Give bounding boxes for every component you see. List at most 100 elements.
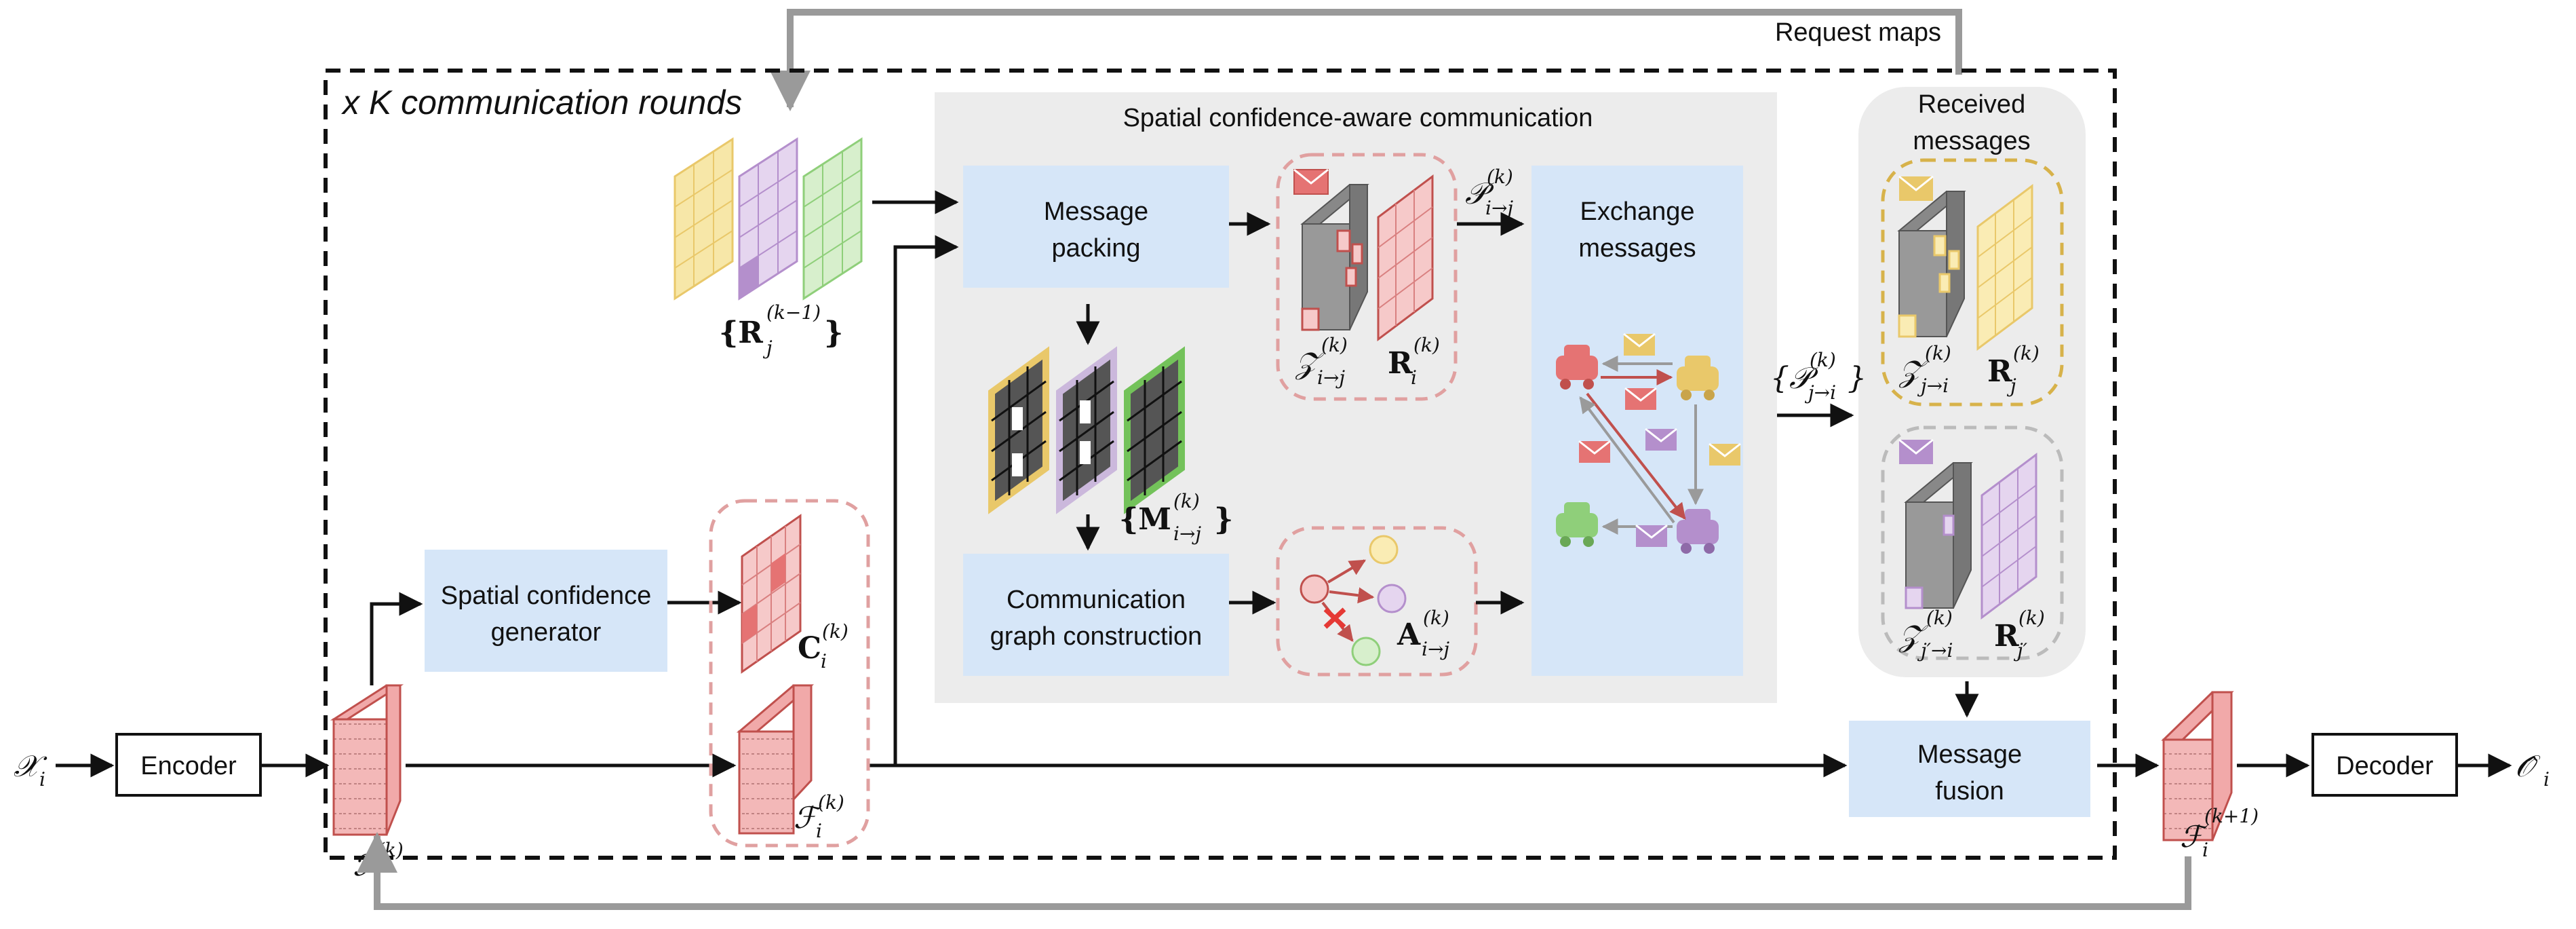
cross-icon [1323,607,1346,629]
rounds-frame [324,69,2117,860]
svg-text:}: } [824,316,843,350]
svg-text:i→j: i→j [1485,197,1513,219]
confidence-generator-line2: generator [491,618,602,647]
received-title-line2: messages [1913,127,2030,155]
svg-text:R: R [1388,346,1413,381]
confidence-generator-box [425,550,667,672]
z-jpi-label: 𝒵 j′→i (k) [1898,607,1953,662]
svg-text:(k): (k) [377,839,404,861]
feature-tensor-left [330,684,404,836]
decoder-label: Decoder [2336,752,2434,780]
received-group-j [1881,158,2064,406]
svg-text:(k): (k) [2018,607,2045,629]
feedback-loop [357,832,2191,910]
svg-text:(k): (k) [818,791,844,814]
svg-text:i: i [2202,839,2208,861]
sparse-feature-z [1300,184,1369,331]
message-packing-line2: packing [1052,234,1141,263]
exchange-line1: Exchange [1580,197,1694,226]
svg-text:(k): (k) [1926,607,1953,629]
svg-text:(k): (k) [1321,334,1348,356]
svg-text:(k): (k) [1925,342,1951,364]
request-set-label: {R j (k−1) } [719,301,843,359]
svg-text:C: C [798,631,821,666]
graph-construction-box [963,554,1229,676]
svg-text:i: i [821,650,827,672]
svg-text:(k+1): (k+1) [2204,805,2259,827]
svg-text:i: i [2543,768,2550,791]
svg-text:{𝒫: {𝒫 [1770,361,1818,396]
svg-text:(k): (k) [2013,342,2040,364]
svg-text:i→j: i→j [1173,523,1201,545]
graph-construction-line2: graph construction [990,622,1203,651]
fusion-line1: Message [1917,740,2022,769]
request-map-ri [1377,174,1434,341]
feature-conf-label: ℱ i (k) [794,791,844,842]
encoder-box [115,733,262,797]
svg-text:i: i [816,820,822,842]
svg-text:j′→i: j′→i [1917,639,1953,662]
svg-text:(k): (k) [1423,607,1449,629]
exchange-line2: messages [1578,234,1696,263]
message-fusion-box [1849,721,2090,817]
svg-text:𝒪̂: 𝒪̂ [2515,749,2541,784]
svg-text:R: R [1994,619,2019,653]
received-title-line1: Received [1918,90,2025,119]
svg-text:i: i [39,768,45,791]
r-i-label: R i (k) [1388,334,1440,389]
input-x: 𝒳 i [14,749,47,791]
svg-text:(k): (k) [1487,166,1513,188]
confidence-group [709,499,870,848]
encoder-label: Encoder [140,752,237,780]
message-packing-line1: Message [1044,197,1148,226]
svg-text:R: R [1987,354,2012,389]
car-icon [1556,345,1719,554]
envelope-icon [1898,438,1934,464]
confidence-map [741,514,802,674]
svg-text:}: } [1848,361,1867,396]
svg-text:(k): (k) [1173,490,1200,512]
sparse-feature-zji [1897,191,1966,338]
a-ij-label: A i→j (k) [1397,607,1449,660]
svg-text:{M: {M [1119,502,1171,537]
mask-maps-stack [988,346,1185,514]
request-map-rjp [1980,453,2037,620]
node-icon [1300,535,1407,666]
svg-text:i→j: i→j [1317,366,1345,389]
mask-set-label: {M i→j (k) } [1119,490,1233,545]
request-maps-feedback: Request maps [770,9,1962,111]
svg-text:{R: {R [719,316,763,350]
graph-construction-line1: Communication [1007,586,1186,614]
envelope-icon [1898,175,1934,201]
rounds-label: x K communication rounds [341,83,742,121]
center-panel-title: Spatial confidence-aware communication [1123,104,1593,132]
svg-text:i→j: i→j [1422,638,1449,660]
envelope-icon [1578,333,1741,547]
feature-tensor-conf [736,684,815,835]
svg-text:(k): (k) [822,620,848,643]
packed-message-group [1276,153,1458,401]
svg-text:i: i [1411,366,1417,389]
svg-text:(k−1): (k−1) [766,301,821,324]
svg-text:A: A [1397,618,1421,652]
request-maps-stack [674,137,863,301]
svg-text:j→i: j→i [1917,375,1949,397]
svg-text:}: } [1214,502,1233,537]
request-map-rj [1976,184,2033,351]
svg-text:j′: j′ [2013,639,2028,662]
svg-text:(k): (k) [1810,349,1836,371]
confidence-label: C i (k) [798,620,848,672]
feature-tensor-out [2161,691,2234,841]
svg-text:j: j [762,337,773,359]
exchange-messages-box [1531,166,1743,676]
fusion-line2: fusion [1935,777,2004,805]
sparse-feature-zjpi [1904,462,1973,609]
received-group-jprime [1881,425,2064,660]
svg-text:(k): (k) [1413,334,1440,356]
svg-text:j→i: j→i [1804,381,1836,404]
request-maps-label: Request maps [1775,18,1941,47]
confidence-generator-line1: Spatial confidence [441,582,652,610]
envelope-icon [1293,168,1329,195]
graph-group [1276,526,1478,677]
